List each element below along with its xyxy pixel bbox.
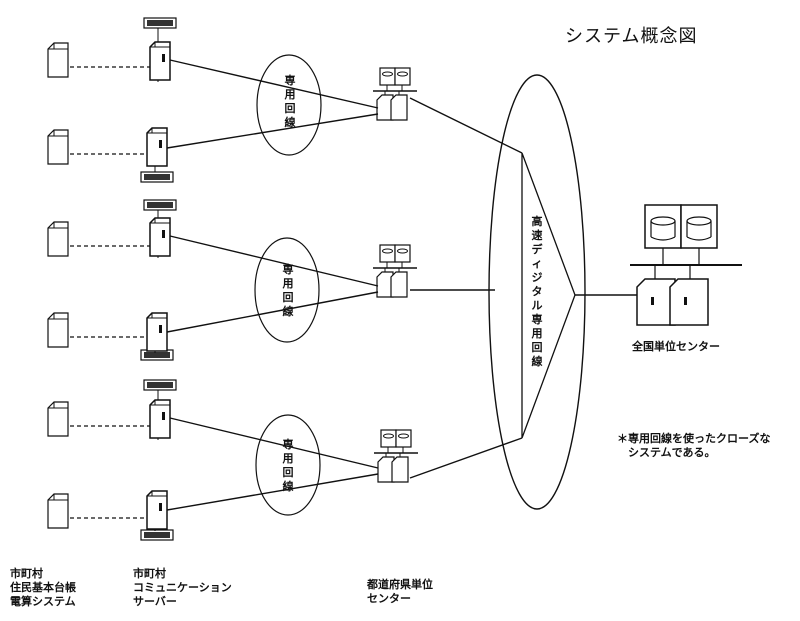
closed-system-note: ＊専用回線を使ったクローズな システムである。 [617, 432, 771, 459]
leased-line-label-2: 専用回線 [282, 263, 294, 318]
terminal-icon-3 [143, 199, 177, 211]
registry-computer-1 [47, 42, 69, 78]
comm-server-1 [149, 41, 171, 81]
leased-line-3 [169, 235, 379, 287]
pref-link-1 [409, 97, 523, 154]
terminal-icon-5 [143, 379, 177, 391]
leased-line-1 [169, 59, 379, 109]
leased-line-5 [169, 417, 379, 469]
leased-line-4 [166, 291, 379, 333]
prefecture-server-1b [390, 94, 408, 121]
registry-computer-5 [47, 401, 69, 437]
registry-computer-6 [47, 493, 69, 529]
national-center-label: 全国単位センター [632, 340, 720, 353]
terminal-icon-1 [143, 17, 177, 29]
backbone-label: 高速ディジタル専用回線 [531, 215, 543, 368]
registry-computer-2 [47, 129, 69, 165]
comm-server-3 [149, 217, 171, 257]
registry-computer-4 [47, 312, 69, 348]
pref-link-3 [409, 437, 523, 479]
prefecture-server-3b [391, 456, 409, 483]
comm-server-6 [146, 490, 168, 530]
comm-server-4 [146, 312, 168, 352]
leased-line-ellipse-3 [255, 414, 321, 516]
terminal-icon-6 [140, 529, 174, 541]
backbone-triangle [521, 152, 576, 439]
national-server-b [669, 278, 709, 326]
leased-line-ellipse-2 [254, 237, 320, 343]
prefecture-center-label: 都道府県単位 センター [367, 578, 433, 605]
municipal-registry-label: 市町村 住民基本台帳 電算システム [10, 567, 76, 608]
comm-server-5 [149, 399, 171, 439]
leased-line-ellipse-1 [256, 54, 322, 156]
leased-line-label-1: 専用回線 [284, 74, 296, 129]
leased-line-6 [166, 473, 379, 511]
diagram-title: システム概念図 [565, 26, 698, 47]
registry-computer-3 [47, 221, 69, 257]
leased-line-label-3: 専用回線 [282, 438, 294, 493]
backbone-ellipse [488, 74, 586, 510]
municipal-server-label: 市町村 コミュニケーション サーバー [133, 567, 232, 608]
leased-line-2 [166, 113, 379, 149]
comm-server-2 [146, 127, 168, 167]
prefecture-server-2b [390, 271, 408, 298]
terminal-icon-2 [140, 171, 174, 183]
